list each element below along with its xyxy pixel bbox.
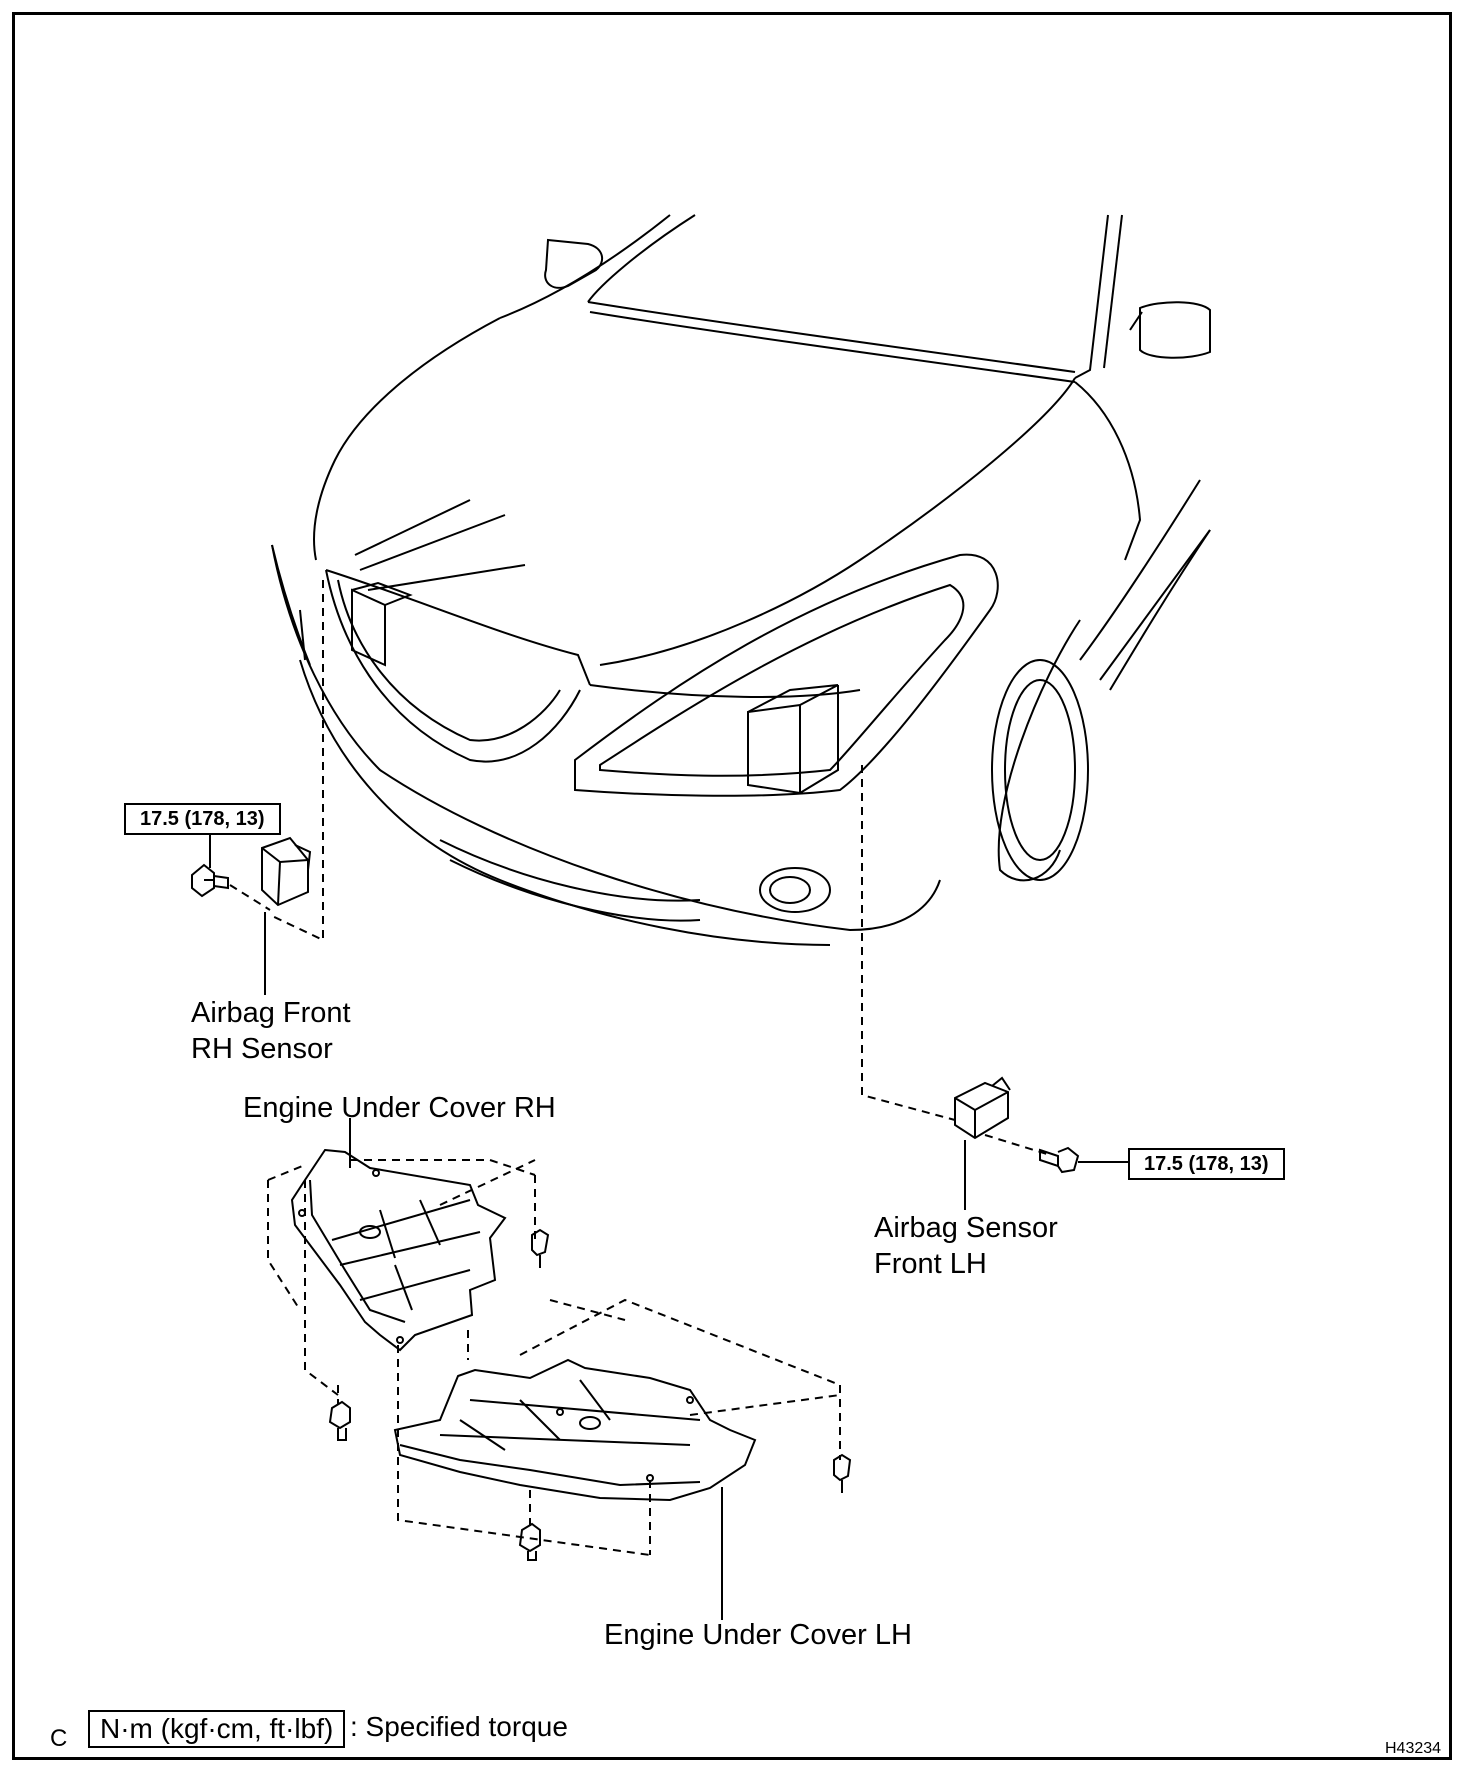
engine-under-cover-rh [290,1148,507,1352]
wheel-rim [1004,679,1076,861]
engine-under-cover-rh-label: Engine Under Cover RH [243,1092,556,1124]
wheel-arch [997,619,1081,882]
clip-lh-right [833,1453,852,1493]
airbag-front-rh-sensor-label: Airbag Front RH Sensor [191,995,351,1067]
figure-code: H43234 [1385,1740,1442,1757]
clip-rh-right [531,1228,550,1268]
lh-sensor-torque-box: 17.5 (178, 13) [1128,1148,1285,1180]
fog-light-inner [769,876,811,904]
fog-light [759,867,831,913]
hood-left-edge [313,317,501,561]
sensor-mount-rh [351,581,413,667]
engine-under-cover-lh-label: Engine Under Cover LH [604,1619,912,1651]
rh-sensor-body [261,836,312,907]
assembly-dashed-lines [229,580,1051,1556]
lh-sensor-body [954,1076,1011,1140]
airbag-front-rh-label-line2: RH Sensor [191,1033,333,1065]
hood-front-edge [325,569,591,686]
rocker [1099,529,1211,681]
rh-fender-front [271,544,311,666]
airbag-front-lh-label-line1: Airbag Sensor [874,1212,1058,1244]
hood-right-edge [599,377,1076,666]
rh-sensor-bolt [191,863,229,898]
hood-crease-2 [359,514,506,571]
airbag-sensor-front-lh-label: Airbag Sensor Front LH [874,1210,1058,1282]
fender-side [1079,479,1201,661]
right-mirror-stem [1129,311,1143,331]
a-pillar-right [1074,214,1109,379]
grille-inner [337,579,561,742]
windshield-left-edge [587,214,696,303]
rh-sensor-torque-box: 17.5 (178, 13) [124,803,281,835]
wheel-tire [991,659,1089,881]
a-pillar-left [499,214,671,319]
clip-lh-bottom [518,1522,541,1561]
side-mirror [544,238,604,289]
airbag-front-lh-label-line2: Front LH [874,1248,987,1280]
bumper-intake [439,839,701,902]
rh-bumper-corner [299,609,306,661]
engine-under-cover-lh [393,1358,757,1502]
fender-top [1074,381,1142,561]
lh-sensor-bolt [1039,1146,1080,1174]
bumper-intake-2 [449,859,701,922]
sensor-mount-lh [747,684,839,795]
hood-crease-1 [354,499,471,556]
grille-outline [325,569,581,763]
bumper-lower [299,659,831,946]
cowl-line-2 [589,311,1076,383]
torque-legend-description: : Specified torque [350,1711,568,1742]
clip-rh-bottom-left [328,1400,351,1441]
cowl-line [587,301,1076,373]
fender-line-2 [1109,529,1211,691]
torque-unit-legend-box: N·m (kgf·cm, ft·lbf) [88,1710,346,1748]
headlight-inner [599,583,965,777]
airbag-front-rh-label-line1: Airbag Front [191,997,351,1029]
bumper-top [271,544,941,932]
headlight-outer [574,553,999,797]
hood-crease-3 [367,564,526,591]
diagram-frame [12,12,1452,1760]
right-mirror [1139,301,1211,359]
a-pillar-right-2 [1103,214,1123,369]
hood-center-edge [589,684,861,698]
car-body [271,214,1211,946]
corner-letter: C [50,1725,68,1752]
